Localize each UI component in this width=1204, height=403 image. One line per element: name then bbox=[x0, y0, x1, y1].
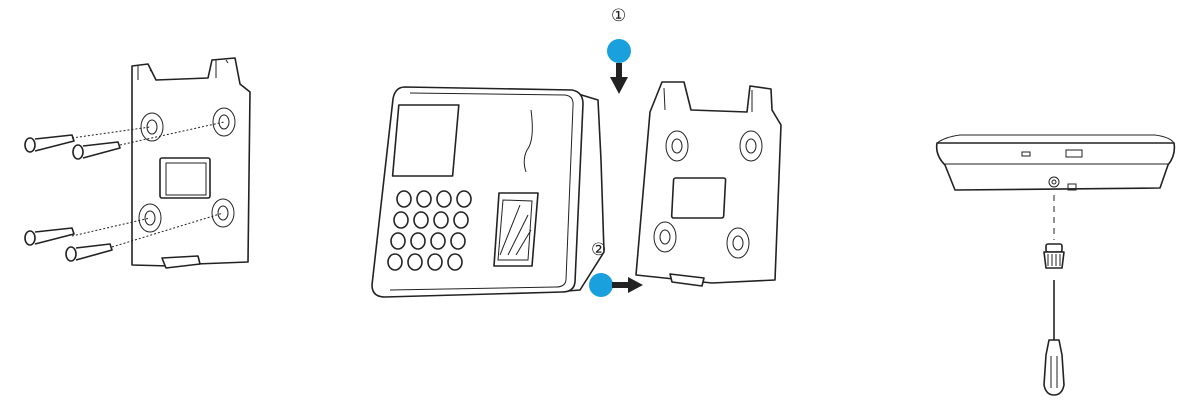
attendance-device bbox=[371, 86, 605, 298]
keypad-key bbox=[430, 232, 446, 250]
keypad bbox=[387, 190, 472, 271]
keypad-key bbox=[387, 253, 403, 271]
keypad-key bbox=[407, 253, 423, 271]
keypad-key bbox=[416, 190, 432, 208]
keypad-key bbox=[393, 211, 409, 229]
keypad-key bbox=[433, 211, 449, 229]
step-2-label: ② bbox=[591, 240, 607, 260]
keypad-key bbox=[447, 253, 463, 271]
keypad-key bbox=[390, 232, 406, 250]
screwdriver-icon bbox=[1043, 280, 1065, 396]
keypad-key bbox=[453, 211, 469, 229]
arrow-down-step-1 bbox=[607, 39, 631, 94]
marker-dot bbox=[589, 273, 613, 297]
step-1-label: ① bbox=[611, 6, 627, 26]
keypad-key bbox=[396, 190, 412, 208]
screw-icon bbox=[1043, 243, 1065, 269]
keypad-key bbox=[456, 190, 472, 208]
arrow-right-step-2 bbox=[589, 273, 643, 297]
mounting-plate bbox=[635, 81, 782, 287]
keypad-key bbox=[436, 190, 452, 208]
keypad-key bbox=[410, 232, 426, 250]
mounting-plate-with-screws bbox=[24, 57, 251, 269]
marker-dot bbox=[607, 39, 631, 63]
keypad-key bbox=[450, 232, 466, 250]
device-bottom-view bbox=[935, 134, 1176, 240]
screw-icon bbox=[24, 134, 121, 262]
keypad-key bbox=[427, 253, 443, 271]
keypad-key bbox=[413, 211, 429, 229]
